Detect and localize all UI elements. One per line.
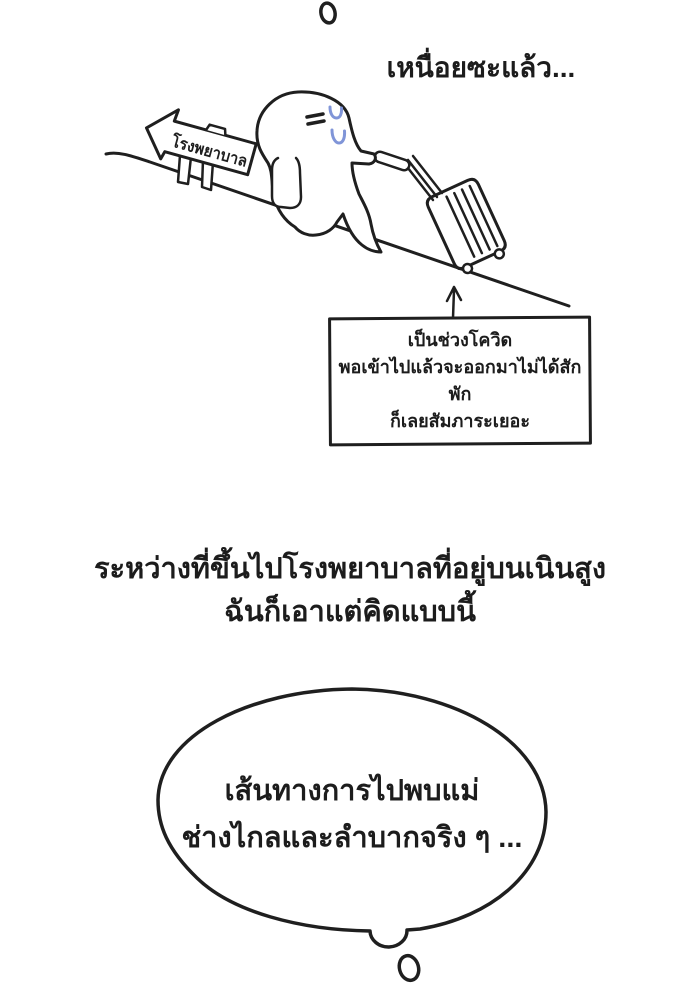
character-body xyxy=(255,90,383,254)
narration-line-2: ฉันก็เอาแต่คิดแบบนี้ xyxy=(224,596,476,628)
thought-bubble xyxy=(156,687,548,949)
luggage-handle xyxy=(373,150,444,202)
suitcase xyxy=(425,177,507,275)
panel-transition-dot xyxy=(319,1,337,25)
covid-note-line-1: เป็นช่วงโควิด xyxy=(407,330,513,350)
closed-eye-icon xyxy=(305,112,326,126)
suitcase-wheel-left xyxy=(461,262,474,275)
covid-note: เป็นช่วงโควิด พอเข้าไปแล้วจะออกมาไม่ได้ส… xyxy=(333,320,587,442)
pointer-arrow-icon xyxy=(445,285,463,320)
sweat-drop-icon xyxy=(328,105,347,145)
thought-line-1: เส้นทางการไปพบแม่ xyxy=(224,775,480,807)
thought-tail-dot xyxy=(397,953,421,983)
caption-top: เหนื่อยซะแล้ว... xyxy=(386,52,576,83)
hospital-sign: โรงพยาบาล xyxy=(144,108,258,177)
narration-line-1: ระหว่างที่ขึ้นไปโรงพยาบาลที่อยู่บนเนินสู… xyxy=(93,553,607,585)
thought-bubble-text: เส้นทางการไปพบแม่ ช่างไกลและลำบากจริง ๆ … xyxy=(152,768,552,862)
narration: ระหว่างที่ขึ้นไปโรงพยาบาลที่อยู่บนเนินสู… xyxy=(20,548,680,634)
sign-top-tab xyxy=(204,123,227,137)
covid-note-line-3: ก็เลยสัมภาระเยอะ xyxy=(390,411,530,431)
handle-grip xyxy=(376,153,408,169)
thought-line-2: ช่างไกลและลำบากจริง ๆ ... xyxy=(181,822,523,854)
character-front-arm xyxy=(270,156,303,210)
suitcase-wheel-right xyxy=(493,248,506,260)
suitcase-ridges xyxy=(445,184,499,258)
hill-slope-line xyxy=(104,151,571,308)
covid-note-line-2: พอเข้าไปแล้วจะออกมาไม่ได้สักพัก xyxy=(338,357,582,404)
sign-arrow-board xyxy=(144,108,258,177)
covid-note-box xyxy=(328,315,592,447)
